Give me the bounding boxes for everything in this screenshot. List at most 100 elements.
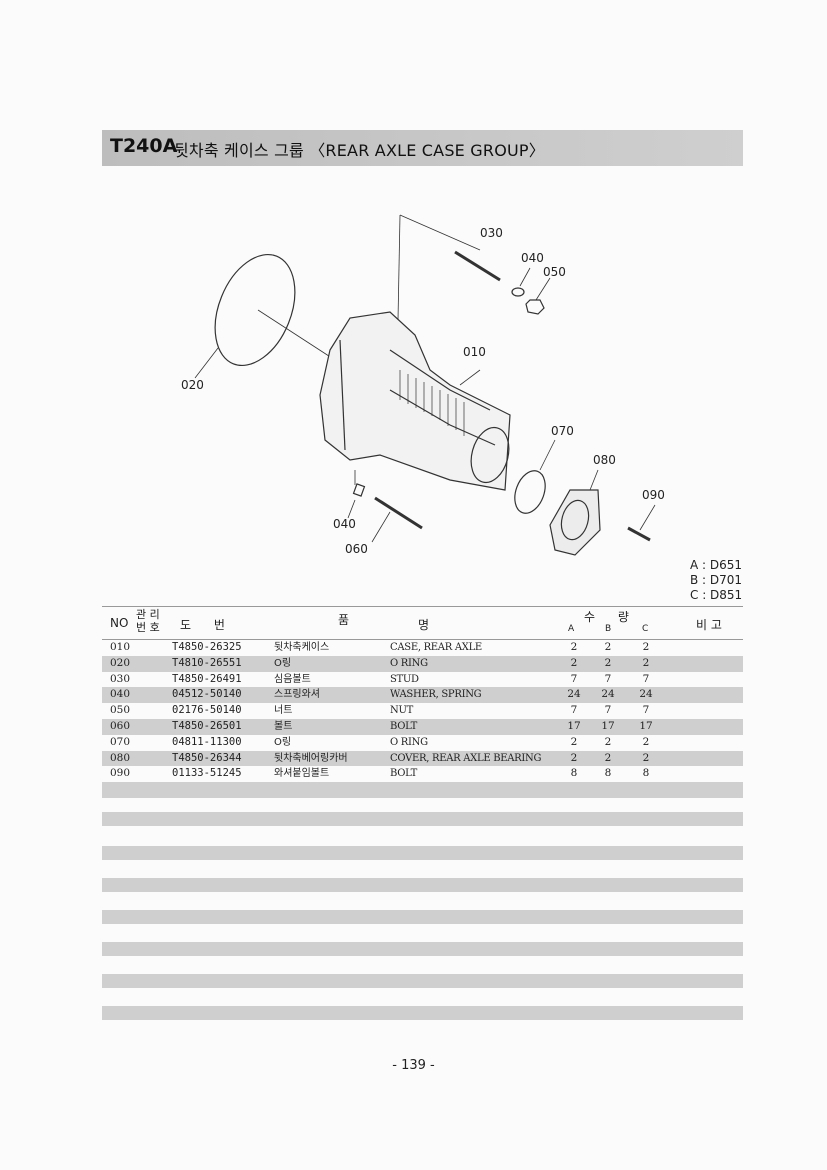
table-row-empty — [102, 782, 743, 798]
exploded-parts-diagram — [194, 214, 656, 556]
callout-030: 030 — [480, 226, 503, 240]
cell-eng: NUT — [390, 705, 413, 717]
callout-040-bottom: 040 — [333, 517, 356, 531]
cell-kor: O링 — [274, 736, 292, 748]
cell-eng: WASHER, SPRING — [390, 689, 482, 701]
cell-b: 8 — [604, 767, 612, 780]
header-a: A — [568, 624, 575, 634]
cell-b: 2 — [604, 656, 612, 669]
cell-c: 7 — [642, 672, 650, 685]
cell-kor: 심음볼트 — [274, 673, 311, 685]
cell-c: 2 — [642, 641, 650, 653]
cell-a: 2 — [570, 641, 578, 653]
empty-row-band — [102, 974, 743, 988]
cell-kor: 뒷차축케이스 — [274, 642, 330, 653]
cell-kor: 스프링와셔 — [274, 689, 320, 701]
o-ring-070-shape — [514, 470, 546, 514]
empty-row-band — [102, 910, 743, 924]
empty-row-band — [102, 846, 743, 860]
cell-no: 060 — [110, 719, 131, 732]
cell-part: T4850-26344 — [172, 751, 242, 764]
cell-no: 010 — [110, 641, 131, 653]
cell-eng: BOLT — [390, 720, 418, 732]
o-ring-020-shape — [214, 253, 296, 367]
header-b: B — [605, 624, 612, 634]
callout-080: 080 — [593, 453, 616, 467]
cell-no: 050 — [110, 704, 131, 717]
cell-a: 8 — [570, 767, 578, 780]
callout-060: 060 — [345, 542, 368, 556]
callout-010: 010 — [463, 345, 486, 359]
cell-kor: 뒷차축베어링카버 — [274, 752, 348, 764]
callout-020: 020 — [181, 378, 204, 392]
cell-a: 2 — [570, 751, 578, 764]
cell-b: 2 — [604, 641, 612, 653]
cell-eng: O RING — [390, 736, 428, 748]
bolt-090-shape — [627, 526, 651, 542]
cell-c: 8 — [642, 767, 650, 780]
cell-b: 17 — [601, 719, 615, 732]
cell-no: 070 — [110, 735, 131, 748]
table-header: NO 관 리 번 호 도 번 품 명 수 량 A B C 비 고 — [102, 606, 743, 640]
empty-row-band — [102, 1006, 743, 1020]
cell-no: 020 — [110, 656, 131, 669]
cell-a: 2 — [570, 735, 578, 748]
cell-eng: CASE, REAR AXLE — [390, 642, 482, 653]
group-title: 뒷차축 케이스 그룹 〈REAR AXLE CASE GROUP〉 — [174, 141, 545, 160]
rear-axle-case-010-shape — [319, 311, 511, 491]
bolt-060-shape — [374, 496, 423, 530]
empty-row-band — [102, 878, 743, 892]
page-number: - 139 - — [392, 1058, 435, 1073]
cell-kor: 너트 — [274, 705, 293, 717]
cell-b: 7 — [604, 704, 612, 717]
cell-c: 17 — [639, 719, 653, 732]
cell-eng: BOLT — [390, 768, 418, 780]
cell-kor: 볼트 — [274, 720, 293, 732]
header-remark: 비 고 — [696, 618, 722, 632]
cell-no: 090 — [110, 767, 131, 780]
cell-a: 7 — [570, 672, 578, 685]
cell-c: 7 — [642, 704, 650, 717]
header-no: NO — [110, 616, 129, 630]
cell-no: 030 — [110, 672, 131, 685]
cell-a: 17 — [567, 719, 581, 732]
cell-part: 02176-50140 — [172, 704, 242, 717]
bearing-cover-080-shape — [549, 469, 601, 556]
cell-part: 04512-50140 — [172, 688, 242, 701]
cell-a: 24 — [567, 688, 581, 701]
cell-part: 01133-51245 — [172, 767, 242, 780]
cell-part: T4810-26551 — [172, 656, 242, 669]
cell-c: 2 — [642, 751, 650, 764]
cell-part: T4850-26325 — [172, 641, 242, 653]
stud-030-shape — [454, 250, 501, 282]
table-row: 060 T4850-26501 볼트 BOLT 17 17 17 — [102, 718, 743, 735]
cell-b: 2 — [604, 751, 612, 764]
header-drawing: 도 번 — [180, 618, 225, 632]
table-row: 020 T4810-26551 O링 O RING 2 2 2 — [102, 655, 743, 672]
cell-eng: O RING — [390, 657, 428, 669]
cell-b: 7 — [604, 672, 612, 685]
cell-c: 24 — [639, 688, 653, 701]
callout-050: 050 — [543, 265, 566, 279]
callout-040-top: 040 — [521, 251, 544, 265]
cell-no: 080 — [110, 751, 131, 764]
cell-part: T4850-26501 — [172, 719, 242, 732]
empty-row-band — [102, 812, 743, 826]
cell-b: 2 — [604, 735, 612, 748]
group-code: T240A — [110, 135, 178, 157]
model-legend: A : D651 B : D701 C : D851 — [690, 558, 742, 603]
callout-070: 070 — [551, 424, 574, 438]
cell-c: 2 — [642, 656, 650, 669]
cell-no: 040 — [110, 688, 131, 701]
cell-kor: O링 — [274, 657, 292, 669]
model-c: C : D851 — [690, 588, 743, 602]
cell-c: 2 — [642, 735, 650, 748]
section-title-bar: T240A 뒷차축 케이스 그룹 〈REAR AXLE CASE GROUP〉 — [102, 130, 743, 166]
cell-a: 7 — [570, 704, 578, 717]
cell-a: 2 — [570, 656, 578, 669]
